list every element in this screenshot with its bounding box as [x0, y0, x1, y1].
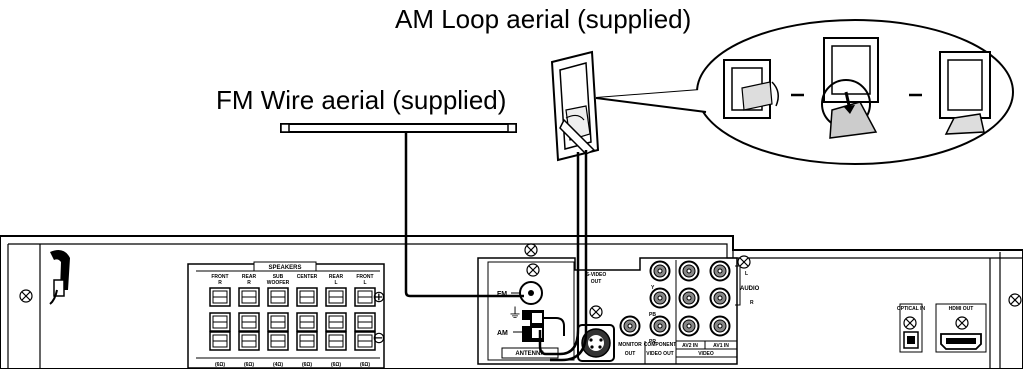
fm-terminal-label: FM	[497, 291, 507, 298]
av1-audio-l-jack[interactable]	[709, 260, 731, 282]
speakers-block: SPEAKERS FRONTR(6Ω)REARR(6Ω)SUBWOOFER(4Ω…	[187, 261, 386, 369]
screw-icon	[1008, 293, 1022, 307]
speakers-title: SPEAKERS	[268, 265, 301, 271]
component-pb-label: PB	[649, 312, 656, 318]
screw-icon	[903, 316, 917, 330]
am-terminal-block[interactable]	[522, 310, 544, 342]
am-aerial-label: AM Loop aerial (supplied)	[395, 4, 692, 34]
screw-icon	[955, 316, 969, 330]
cord-hook-icon	[49, 250, 70, 305]
ground-icon: ⏚	[508, 306, 522, 322]
svideo-label: S-VIDEO	[586, 272, 607, 278]
svideo-jack[interactable]	[577, 324, 615, 362]
svideo-out-label: OUT	[591, 279, 602, 285]
screw-icon	[526, 263, 540, 277]
am-terminal-label: AM	[497, 330, 508, 337]
assembly-bubble	[595, 19, 1014, 165]
av2-video-jack[interactable]	[678, 315, 700, 337]
minus-sign: ⊖	[372, 328, 385, 347]
loop-step-1-icon	[723, 59, 779, 119]
fm-aerial-label: FM Wire aerial (supplied)	[216, 85, 507, 115]
component-y-label: Y	[651, 285, 655, 291]
fm-terminal[interactable]	[519, 281, 543, 305]
speaker-side-label: WOOFER	[267, 280, 290, 286]
io-panel: FM ⏚ AM ANTENNA S-VIDEO OUT MONITOR O	[477, 257, 760, 365]
av2-in-label: AV2 IN	[682, 343, 698, 349]
component-label: COMPONENT	[644, 342, 677, 348]
speaker-terminal-minus[interactable]	[296, 312, 318, 332]
am-cable	[538, 150, 588, 362]
av1-audio-r-jack[interactable]	[709, 287, 731, 309]
hdmi-out-jack[interactable]	[940, 333, 982, 350]
speaker-terminal-plus[interactable]	[238, 287, 260, 307]
component-y-jack[interactable]	[649, 260, 671, 282]
optical-in-label: OPTICAL IN	[897, 306, 926, 312]
speaker-side-label: R	[247, 280, 251, 286]
speaker-group-label: FRONT	[211, 274, 228, 280]
speaker-impedance-label: (6Ω)	[331, 362, 341, 368]
component-pb-jack[interactable]	[649, 287, 671, 309]
speaker-group-label: CENTER	[297, 274, 318, 280]
speaker-side-label: L	[334, 280, 337, 286]
speaker-terminal-plus[interactable]	[325, 287, 347, 307]
speaker-terminal-minus[interactable]	[209, 312, 231, 332]
hdmi-out-label: HDMI OUT	[949, 306, 974, 312]
fm-wire-aerial-icon	[280, 123, 517, 133]
screw-icon	[524, 243, 538, 257]
speaker-group-label: SUB	[273, 274, 284, 280]
fm-cable	[404, 132, 524, 298]
audio-r-label: R	[750, 300, 754, 306]
audio-label: AUDIO	[740, 286, 760, 292]
av2-audio-l-jack[interactable]	[678, 260, 700, 282]
speaker-terminal-minus[interactable]	[238, 331, 260, 351]
speaker-terminal-minus[interactable]	[296, 331, 318, 351]
speaker-impedance-label: (6Ω)	[360, 362, 370, 368]
speaker-impedance-label: (4Ω)	[273, 362, 283, 368]
speaker-side-label: R	[218, 280, 222, 286]
speaker-terminal-plus[interactable]	[209, 287, 231, 307]
speaker-terminal-minus[interactable]	[325, 312, 347, 332]
speaker-impedance-label: (6Ω)	[244, 362, 254, 368]
speaker-group-label: REAR	[329, 274, 344, 280]
optical-in-jack[interactable]	[903, 331, 919, 349]
digital-io: OPTICAL IN HDMI OUT	[897, 303, 987, 353]
speaker-terminal-plus[interactable]	[267, 287, 289, 307]
monitor-out-jack[interactable]	[619, 315, 641, 337]
speaker-group-label: FRONT	[356, 274, 373, 280]
loop-step-2-icon	[821, 37, 879, 139]
am-loop-aerial-icon	[550, 50, 600, 162]
speaker-group-label: REAR	[242, 274, 257, 280]
component-out-label: VIDEO OUT	[646, 351, 674, 357]
speaker-impedance-label: (6Ω)	[302, 362, 312, 368]
av1-in-label: AV1 IN	[713, 343, 729, 349]
speaker-side-label: L	[363, 280, 366, 286]
speaker-terminal-minus[interactable]	[325, 331, 347, 351]
speaker-terminal-minus[interactable]	[209, 331, 231, 351]
speaker-terminal-minus[interactable]	[267, 312, 289, 332]
screw-icon	[19, 289, 33, 303]
screw-icon	[589, 305, 603, 319]
plus-sign: ⊕	[372, 287, 385, 306]
component-pr-label: PR	[649, 339, 656, 345]
speaker-impedance-label: (6Ω)	[215, 362, 225, 368]
audio-l-label: L	[745, 271, 748, 277]
video-label: VIDEO	[698, 351, 714, 357]
component-pr-jack[interactable]	[649, 315, 671, 337]
speaker-terminal-minus[interactable]	[238, 312, 260, 332]
monitor-label: MONITOR	[618, 342, 642, 348]
speaker-terminal-minus[interactable]	[267, 331, 289, 351]
speaker-terminal-plus[interactable]	[296, 287, 318, 307]
loop-step-3-icon	[939, 51, 991, 135]
av1-video-jack[interactable]	[709, 315, 731, 337]
antenna-label: ANTENNA	[515, 351, 545, 357]
monitor-out-label: OUT	[625, 351, 636, 357]
av2-audio-r-jack[interactable]	[678, 287, 700, 309]
